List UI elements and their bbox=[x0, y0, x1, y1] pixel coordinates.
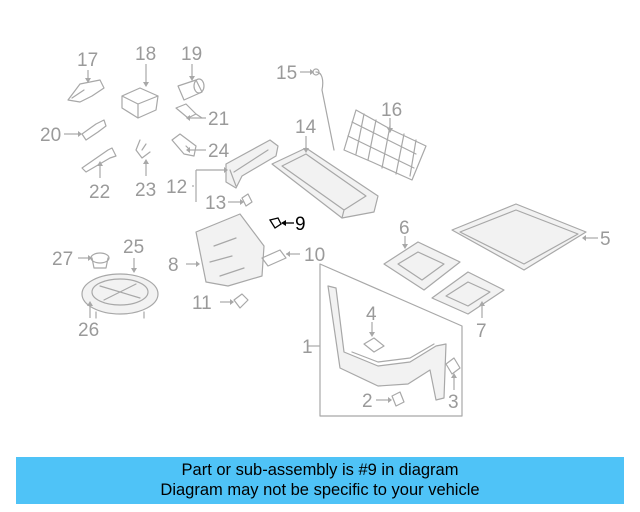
callout-6: 6 bbox=[399, 218, 410, 239]
callout-8: 8 bbox=[168, 255, 179, 276]
callout-2: 2 bbox=[362, 391, 373, 412]
callout-14: 14 bbox=[295, 117, 317, 138]
part-24-latch: 24 bbox=[171, 133, 230, 162]
part-1-lid-trim: 1 bbox=[302, 263, 463, 417]
part-23-hook: 23 bbox=[135, 139, 156, 201]
callout-22: 22 bbox=[89, 182, 110, 203]
callout-10: 10 bbox=[304, 245, 325, 266]
callout-21: 21 bbox=[208, 109, 229, 130]
part-2-stop: 2 bbox=[362, 391, 405, 412]
callout-13: 13 bbox=[205, 193, 226, 214]
callout-1: 1 bbox=[302, 337, 313, 358]
part-25-tire-kit: 25 bbox=[81, 237, 159, 319]
callout-12: 12 bbox=[166, 177, 187, 198]
part-20-handle: 20 bbox=[40, 119, 107, 146]
callout-11: 11 bbox=[192, 293, 212, 314]
part-8-side-trim: 8 bbox=[168, 213, 265, 287]
callout-4: 4 bbox=[366, 304, 377, 325]
part-3-latch: 3 bbox=[445, 357, 461, 413]
part-4-bracket: 4 bbox=[363, 304, 385, 353]
callout-25: 25 bbox=[123, 237, 144, 258]
callout-20: 20 bbox=[40, 125, 61, 146]
part-27-nut: 27 bbox=[52, 249, 110, 270]
parts-diagram: 17 18 19 21 20 22 23 bbox=[40, 44, 611, 417]
callout-24: 24 bbox=[208, 141, 230, 162]
part-10-cover: 10 bbox=[261, 245, 325, 267]
info-banner: Part or sub-assembly is #9 in diagram Di… bbox=[16, 457, 624, 504]
part-13-grommet: 13 bbox=[205, 193, 253, 214]
callout-26: 26 bbox=[78, 320, 99, 341]
part-21-clip: 21 bbox=[175, 103, 229, 130]
callout-7: 7 bbox=[476, 321, 487, 342]
part-11-plug: 11 bbox=[192, 293, 249, 314]
callout-27: 27 bbox=[52, 249, 73, 270]
callout-5: 5 bbox=[600, 229, 611, 250]
callout-3: 3 bbox=[448, 392, 459, 413]
callout-16: 16 bbox=[381, 100, 402, 121]
part-22-rod: 22 bbox=[81, 147, 117, 203]
callout-15: 15 bbox=[276, 63, 297, 84]
part-14-shelf: 14 bbox=[271, 117, 379, 219]
callout-23: 23 bbox=[135, 180, 156, 201]
part-5-mat: 5 bbox=[451, 203, 611, 271]
part-9-clip: 9 bbox=[268, 214, 306, 235]
part-17-bracket: 17 bbox=[67, 50, 105, 103]
banner-line-1: Part or sub-assembly is #9 in diagram bbox=[181, 461, 459, 479]
part-19-cylinder: 19 bbox=[177, 44, 205, 101]
part-18-module: 18 bbox=[121, 44, 159, 119]
banner-line-2: Diagram may not be specific to your vehi… bbox=[160, 481, 480, 499]
part-26-jack: 26 bbox=[78, 301, 99, 341]
part-6-panel: 6 bbox=[383, 218, 461, 291]
part-7-tray: 7 bbox=[431, 271, 505, 342]
part-15-cable: 15 bbox=[276, 63, 335, 151]
callout-18: 18 bbox=[135, 44, 156, 65]
part-12-trim: 12 bbox=[166, 139, 279, 202]
callout-19: 19 bbox=[181, 44, 202, 65]
callout-17: 17 bbox=[77, 50, 98, 71]
part-16-net: 16 bbox=[343, 100, 427, 181]
callout-9: 9 bbox=[295, 214, 306, 235]
